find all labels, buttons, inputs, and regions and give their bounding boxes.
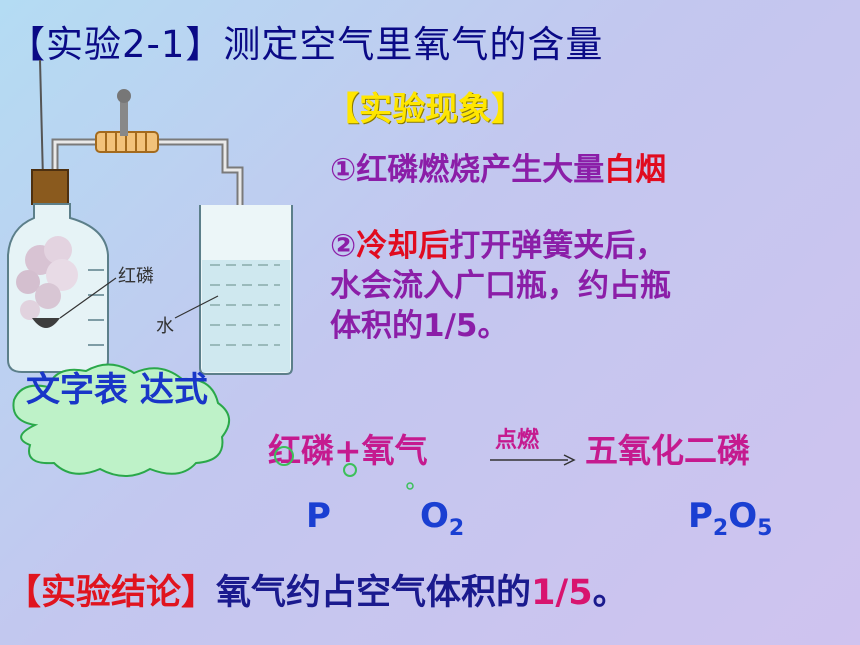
equation-product: 五氧化二磷 [585, 431, 750, 470]
conclusion-value: 1/5 [531, 573, 593, 613]
observation-1-text: ①红磷燃烧产生大量 [330, 152, 605, 188]
symbol-phosphorus: P [306, 496, 331, 536]
white-smoke [16, 236, 78, 320]
observation-2-line3: 体积的1/5。 [330, 308, 509, 344]
conclusion-label: 实验结论 [41, 573, 182, 613]
label-water: 水 [156, 316, 174, 337]
observation-2-line1: 打开弹簧夹后， [449, 228, 667, 264]
observation-2-marker: ② [330, 228, 357, 264]
symbol-product: P2O5 [688, 496, 773, 541]
decorative-circles [274, 446, 414, 490]
cloud-shape [12, 363, 230, 477]
slide-title: 【实验2-1】测定空气里氧气的含量 [8, 23, 604, 66]
observation-1: ①红磷燃烧产生大量白烟 [330, 150, 666, 190]
apparatus-diagram [7, 60, 293, 375]
conclusion: 【实验结论】氧气约占空气体积的1/5。 [6, 573, 628, 613]
observation-1-highlight: 白烟 [604, 152, 667, 188]
observation-2-line2: 水会流入广口瓶，约占瓶 [330, 268, 671, 304]
conclusion-text: 氧气约占空气体积的 [216, 573, 532, 613]
symbol-oxygen: O2 [420, 496, 465, 541]
label-red-phosphorus: 红磷 [118, 266, 154, 287]
observation-2: ②冷却后打开弹簧夹后， 水会流入广口瓶，约占瓶 体积的1/5。 [330, 226, 671, 346]
spring-clip [95, 89, 159, 153]
word-equation-label: 文字表 达式 [26, 370, 208, 410]
observation-2-highlight: 冷却后 [356, 228, 450, 264]
phenomenon-heading: 【实验现象】 [326, 89, 524, 128]
reaction-arrow-icon [490, 454, 576, 466]
reaction-condition: 点燃 [495, 428, 540, 453]
